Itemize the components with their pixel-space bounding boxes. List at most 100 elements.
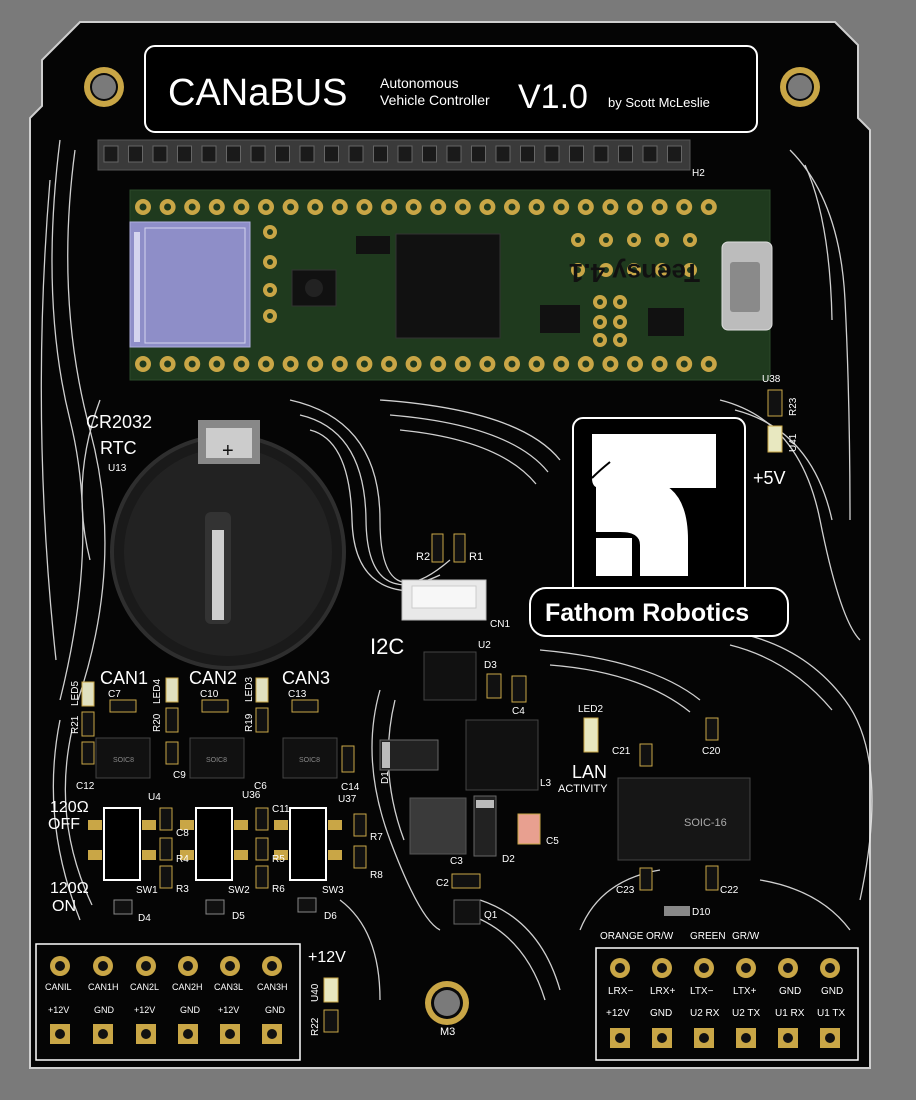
cn1-label: CN1 (490, 619, 510, 630)
teensy-pin-hole (139, 203, 147, 211)
i2c-label: I2C (370, 634, 404, 659)
can3-chip-label: SOIC8 (299, 757, 320, 764)
fathom-logo-text-box (529, 587, 789, 637)
d1-band (382, 742, 390, 768)
title-banner (144, 45, 758, 133)
teensy-pin-hole (311, 360, 319, 368)
header-pin (226, 145, 241, 163)
teensy-pad-hole (617, 319, 623, 325)
small-chip-b (648, 308, 684, 336)
header-pin (569, 145, 584, 163)
fathom-logo-mark (572, 417, 746, 633)
teensy-pin-hole (656, 360, 664, 368)
r22-label: R22 (310, 1017, 321, 1036)
teensy-pin-hole (213, 203, 221, 211)
rtc-label-1: CR2032 (86, 412, 152, 432)
teensy-pad-hole (617, 299, 623, 305)
header-pin (373, 145, 388, 163)
teensy-label: Teensy 4.1 (569, 258, 700, 288)
u36-label: U36 (242, 790, 261, 801)
teensy-pin-hole (705, 203, 713, 211)
teensy-pin-hole (606, 360, 614, 368)
d10-label: D10 (692, 907, 711, 918)
teensy-pin-hole (287, 360, 295, 368)
header-pad-hole (825, 1033, 835, 1043)
banner-subtitle-1: Autonomous (380, 75, 459, 91)
teensy-pin-hole (705, 360, 713, 368)
c5-capacitor (517, 813, 541, 845)
header-pin (642, 145, 658, 163)
teensy-pin-hole (237, 360, 245, 368)
r19-label: R19 (244, 713, 255, 732)
right-top-label-2: LRX+ (650, 986, 675, 997)
d1-label: D1 (380, 771, 391, 784)
r2-resistor (431, 533, 444, 563)
teensy-pin-hole (311, 203, 319, 211)
left-bottom-label-5: +12V (218, 1005, 239, 1015)
teensy-pin-hole (631, 360, 639, 368)
header-pad-hole (267, 961, 277, 971)
term-on-2: ON (52, 898, 76, 915)
header-pad-hole (615, 963, 625, 973)
can3-title: CAN3 (282, 668, 330, 688)
sw1-label: SW1 (136, 885, 158, 896)
header-h2 (97, 139, 691, 171)
d2-label: D2 (502, 854, 515, 865)
header-pad-hole (657, 963, 667, 973)
teensy-pin-hole (557, 360, 565, 368)
teensy-pad-hole (659, 237, 665, 243)
d2-diode (473, 795, 497, 857)
teensy-pin-hole (262, 203, 270, 211)
header-pad-hole (183, 1029, 193, 1039)
r3-label: R3 (176, 884, 189, 895)
teensy-pin-hole (508, 360, 516, 368)
header-pin (397, 145, 413, 163)
teensy-pin-hole (188, 203, 196, 211)
teensy-pin-hole (582, 360, 590, 368)
sd-card-contacts (134, 227, 246, 344)
usb-connector-inner (730, 262, 760, 312)
c14-label: C14 (341, 782, 360, 793)
pcb-traces (40, 139, 873, 1001)
right-bottom-label-2: GND (650, 1008, 672, 1019)
l3-inductor (465, 719, 539, 791)
teensy-pad-hole (597, 337, 603, 343)
teensy-pin-hole (533, 360, 541, 368)
right-color-3: GREEN (690, 931, 726, 942)
switch-resistors (159, 807, 367, 889)
left-header-top-pins (50, 956, 282, 976)
c2-label: C2 (436, 878, 449, 889)
teensy-pin-hole (582, 203, 590, 211)
led2-label: LED2 (578, 704, 603, 715)
teensy-pad-hole (631, 237, 637, 243)
lan-label: LAN (572, 762, 607, 782)
right-bottom-label-5: U1 RX (775, 1008, 805, 1019)
header-pin (299, 145, 315, 163)
teensy-pin-hole (434, 360, 442, 368)
c12-label: C12 (76, 781, 95, 792)
teensy-pad-hole (603, 267, 609, 273)
r22-resistor (323, 1009, 339, 1033)
switch-leds (113, 897, 317, 915)
header-pin (152, 145, 168, 163)
c23-capacitor (639, 867, 653, 891)
teensy-pin-hole (434, 203, 442, 211)
teensy-pin-hole (237, 203, 245, 211)
teensy-pad-hole (267, 229, 273, 235)
can2-chip-label: SOIC8 (206, 757, 227, 764)
teensy-pin-hole (459, 360, 467, 368)
teensy-pin-hole (385, 203, 393, 211)
r1-resistor (453, 533, 466, 563)
teensy-pad-hole (267, 313, 273, 319)
c22-capacitor (705, 865, 719, 891)
header-pin (544, 145, 560, 163)
r7-label: R7 (370, 832, 383, 843)
led4-label: LED4 (152, 679, 163, 704)
u40-led (323, 977, 339, 1003)
header-pin (177, 145, 192, 163)
teensy-pin-hole (360, 203, 368, 211)
right-bottom-label-4: U2 TX (732, 1008, 760, 1019)
header-pin (495, 145, 511, 163)
teensy-pin-hole (262, 360, 270, 368)
